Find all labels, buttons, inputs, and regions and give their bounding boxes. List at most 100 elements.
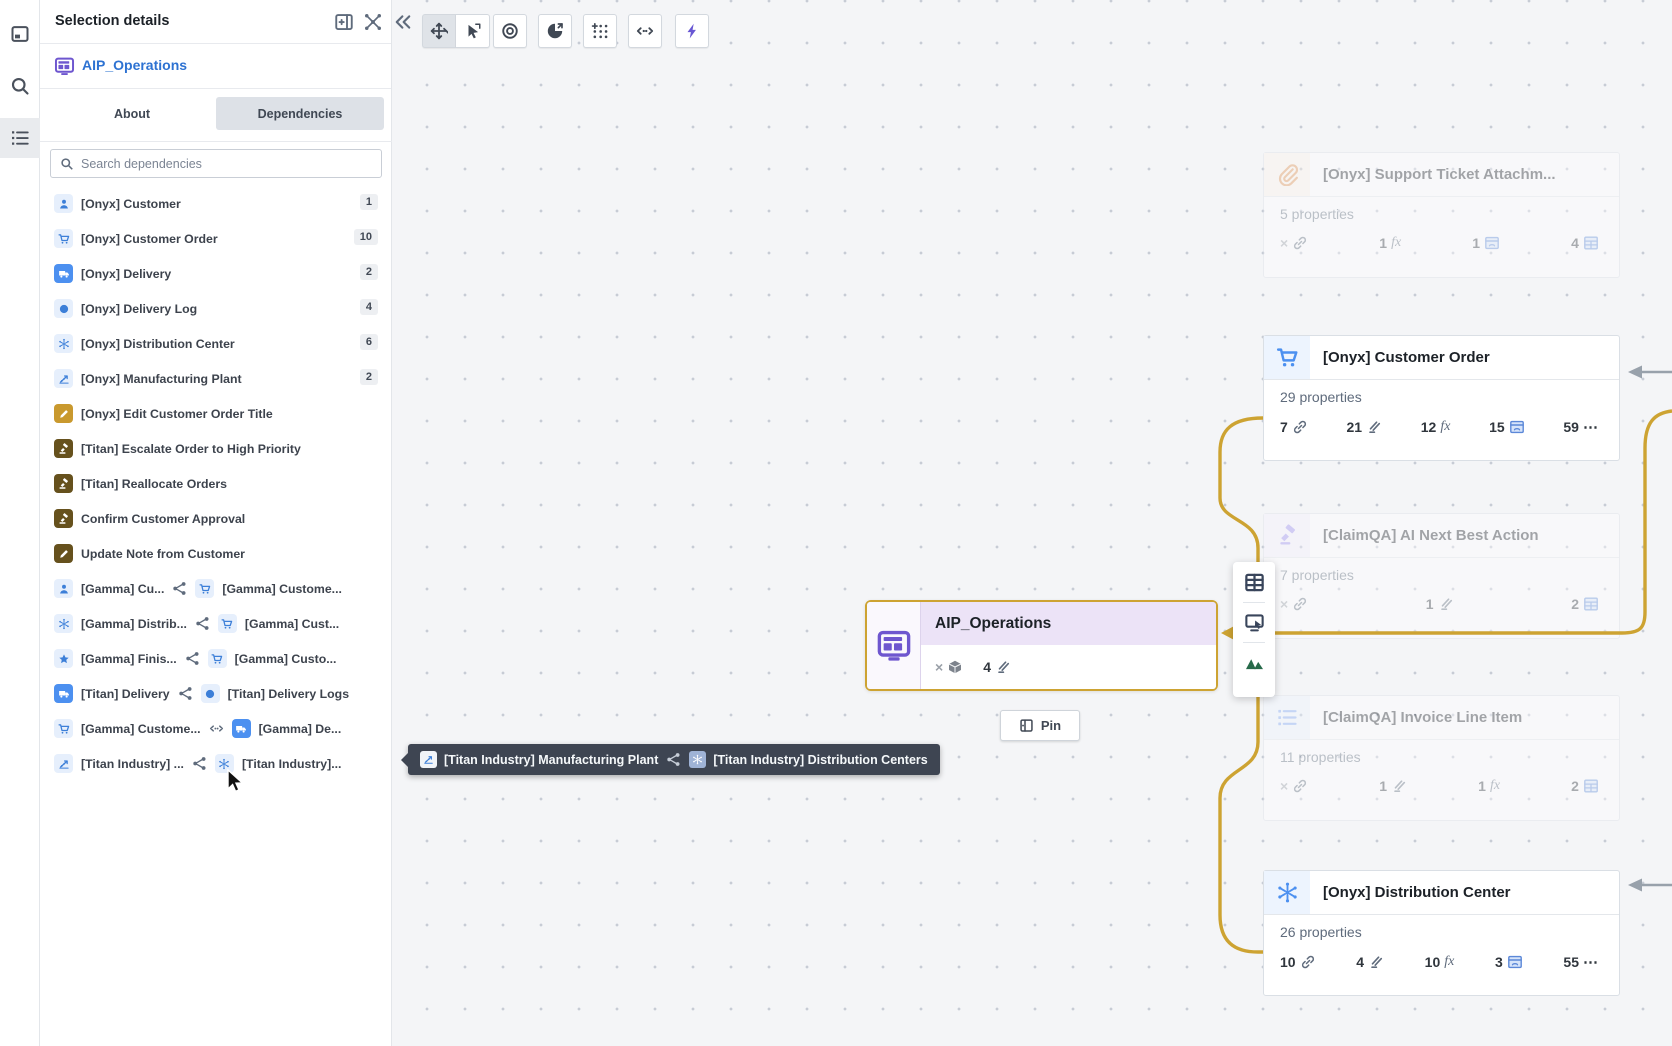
dependency-row[interactable]: [Gamma] Finis... [Gamma] Custo... <box>40 641 392 676</box>
gavel-icon <box>54 439 73 458</box>
graph-canvas[interactable]: [Onyx] Support Ticket Attachm...5 proper… <box>392 0 1672 1046</box>
node-support-ticket[interactable]: [Onyx] Support Ticket Attachm...5 proper… <box>1263 152 1620 278</box>
link-icon <box>1292 778 1308 794</box>
rail-item-panel-preview[interactable] <box>0 14 40 54</box>
fx-icon: fx <box>1440 419 1451 434</box>
circle-icon <box>200 684 220 703</box>
rail-panel-icon <box>10 24 30 44</box>
rail-item-search[interactable] <box>0 66 40 106</box>
dependency-row[interactable]: [Onyx] Edit Customer Order Title <box>40 396 392 431</box>
dependency-row[interactable]: [Titan] Escalate Order to High Priority <box>40 431 392 466</box>
node-stats: ×4 <box>921 645 1216 689</box>
stat-value: 2 <box>1571 778 1579 794</box>
cube-icon <box>947 659 963 675</box>
dependency-row[interactable]: [Gamma] Distrib...[Gamma] Cust... <box>40 606 392 641</box>
node-mini-toolbar <box>1233 562 1275 697</box>
dependency-row[interactable]: [Titan Industry] ... [Titan Industry]... <box>40 746 392 781</box>
divider <box>1243 642 1265 643</box>
dependency-label: [Onyx] Manufacturing Plant <box>81 371 242 386</box>
tab-about[interactable]: About <box>48 97 216 130</box>
grid-snap-tool[interactable] <box>583 14 617 48</box>
monitor-cursor-icon[interactable] <box>1244 612 1265 633</box>
cart-icon <box>1264 336 1310 379</box>
link-icon <box>1292 235 1308 251</box>
circle-icon <box>54 299 73 318</box>
node-properties: 26 properties <box>1280 924 1362 940</box>
node-properties: 29 properties <box>1280 389 1362 405</box>
distribute-tool[interactable] <box>628 14 662 48</box>
node-header: [Onyx] Support Ticket Attachm... <box>1264 153 1619 197</box>
stat-value: 1 <box>1425 596 1434 612</box>
quick-action-tool[interactable] <box>675 14 709 48</box>
dependency-label: Confirm Customer Approval <box>81 511 246 526</box>
graph-layout-icon[interactable] <box>363 12 383 32</box>
search-input[interactable] <box>81 156 381 171</box>
pin-label: Pin <box>1040 718 1062 733</box>
dependency-label: [Gamma] Finis... <box>81 651 177 666</box>
stat-value: 21 <box>1346 419 1363 435</box>
person-icon <box>54 194 73 213</box>
dependency-label: [Titan Industry] ... <box>81 756 184 771</box>
focus-tool[interactable] <box>493 14 527 48</box>
rail-item-selection-list[interactable] <box>0 118 40 158</box>
dependency-label-2: [Gamma] Custo... <box>234 651 337 666</box>
node-aip-operations[interactable]: AIP_Operations ×4 <box>865 600 1218 691</box>
listic-icon <box>1264 696 1310 739</box>
stat-value: 10 <box>1280 954 1296 970</box>
node-header: [ClaimQA] Invoice Line Item <box>1264 696 1619 740</box>
radial-layout-tool[interactable] <box>538 14 572 48</box>
cart-icon <box>195 579 215 598</box>
node-title: AIP_Operations <box>921 602 1216 645</box>
table-icon <box>1583 235 1599 251</box>
selected-object-link[interactable]: AIP_Operations <box>82 57 188 73</box>
dependency-row[interactable]: [Titan] Delivery[Titan] Delivery Logs <box>40 676 392 711</box>
manufacturing-plant-icon <box>420 751 437 768</box>
pencil-icon <box>54 544 73 563</box>
node-header: [ClaimQA] AI Next Best Action <box>1264 514 1619 558</box>
node-title: [Onyx] Distribution Center <box>1323 884 1511 901</box>
select-tool[interactable] <box>456 14 490 48</box>
dependency-label-2: [Titan Industry]... <box>241 756 342 771</box>
dependency-label: [Titan] Reallocate Orders <box>81 476 228 491</box>
stat-value: 2 <box>1571 596 1579 612</box>
tab-dependencies[interactable]: Dependencies <box>216 97 384 130</box>
cart-icon <box>54 719 73 738</box>
pan-tool[interactable] <box>422 14 456 48</box>
dependency-label: [Gamma] Distrib... <box>81 616 187 631</box>
table-icon <box>1583 778 1599 794</box>
mountain-icon[interactable] <box>1244 652 1265 673</box>
pin-button[interactable]: Pin <box>1000 710 1080 741</box>
fx-icon: fx <box>1391 235 1402 250</box>
dependency-row[interactable]: Confirm Customer Approval <box>40 501 392 536</box>
paperclip-icon <box>1264 153 1310 196</box>
dependency-row[interactable]: [Titan] Reallocate Orders <box>40 466 392 501</box>
dependency-row[interactable]: [Gamma] Custome...[Gamma] De... <box>40 711 392 746</box>
table-view-icon[interactable] <box>1244 572 1265 593</box>
gavelp-icon <box>1264 514 1310 557</box>
actions-icon <box>1391 778 1407 794</box>
node-distribution-center[interactable]: [Onyx] Distribution Center 26 properties 1… <box>1263 870 1620 996</box>
dependency-row[interactable]: [Gamma] Cu...[Gamma] Custome... <box>40 571 392 606</box>
stat-value: 1 <box>1379 235 1388 251</box>
collapse-icon[interactable] <box>393 12 413 32</box>
pin-icon <box>1019 718 1034 733</box>
actions-icon <box>1438 596 1454 612</box>
count-badge: 4 <box>359 299 378 315</box>
open-panel-icon[interactable] <box>334 12 354 32</box>
stat-link: 7 <box>1280 419 1308 435</box>
link-tooltip: [Titan Industry] Manufacturing Plant [Ti… <box>401 744 940 775</box>
panel-title: Selection details <box>55 13 170 29</box>
dependency-row[interactable]: Update Note from Customer <box>40 536 392 571</box>
pencil-icon <box>54 404 73 423</box>
